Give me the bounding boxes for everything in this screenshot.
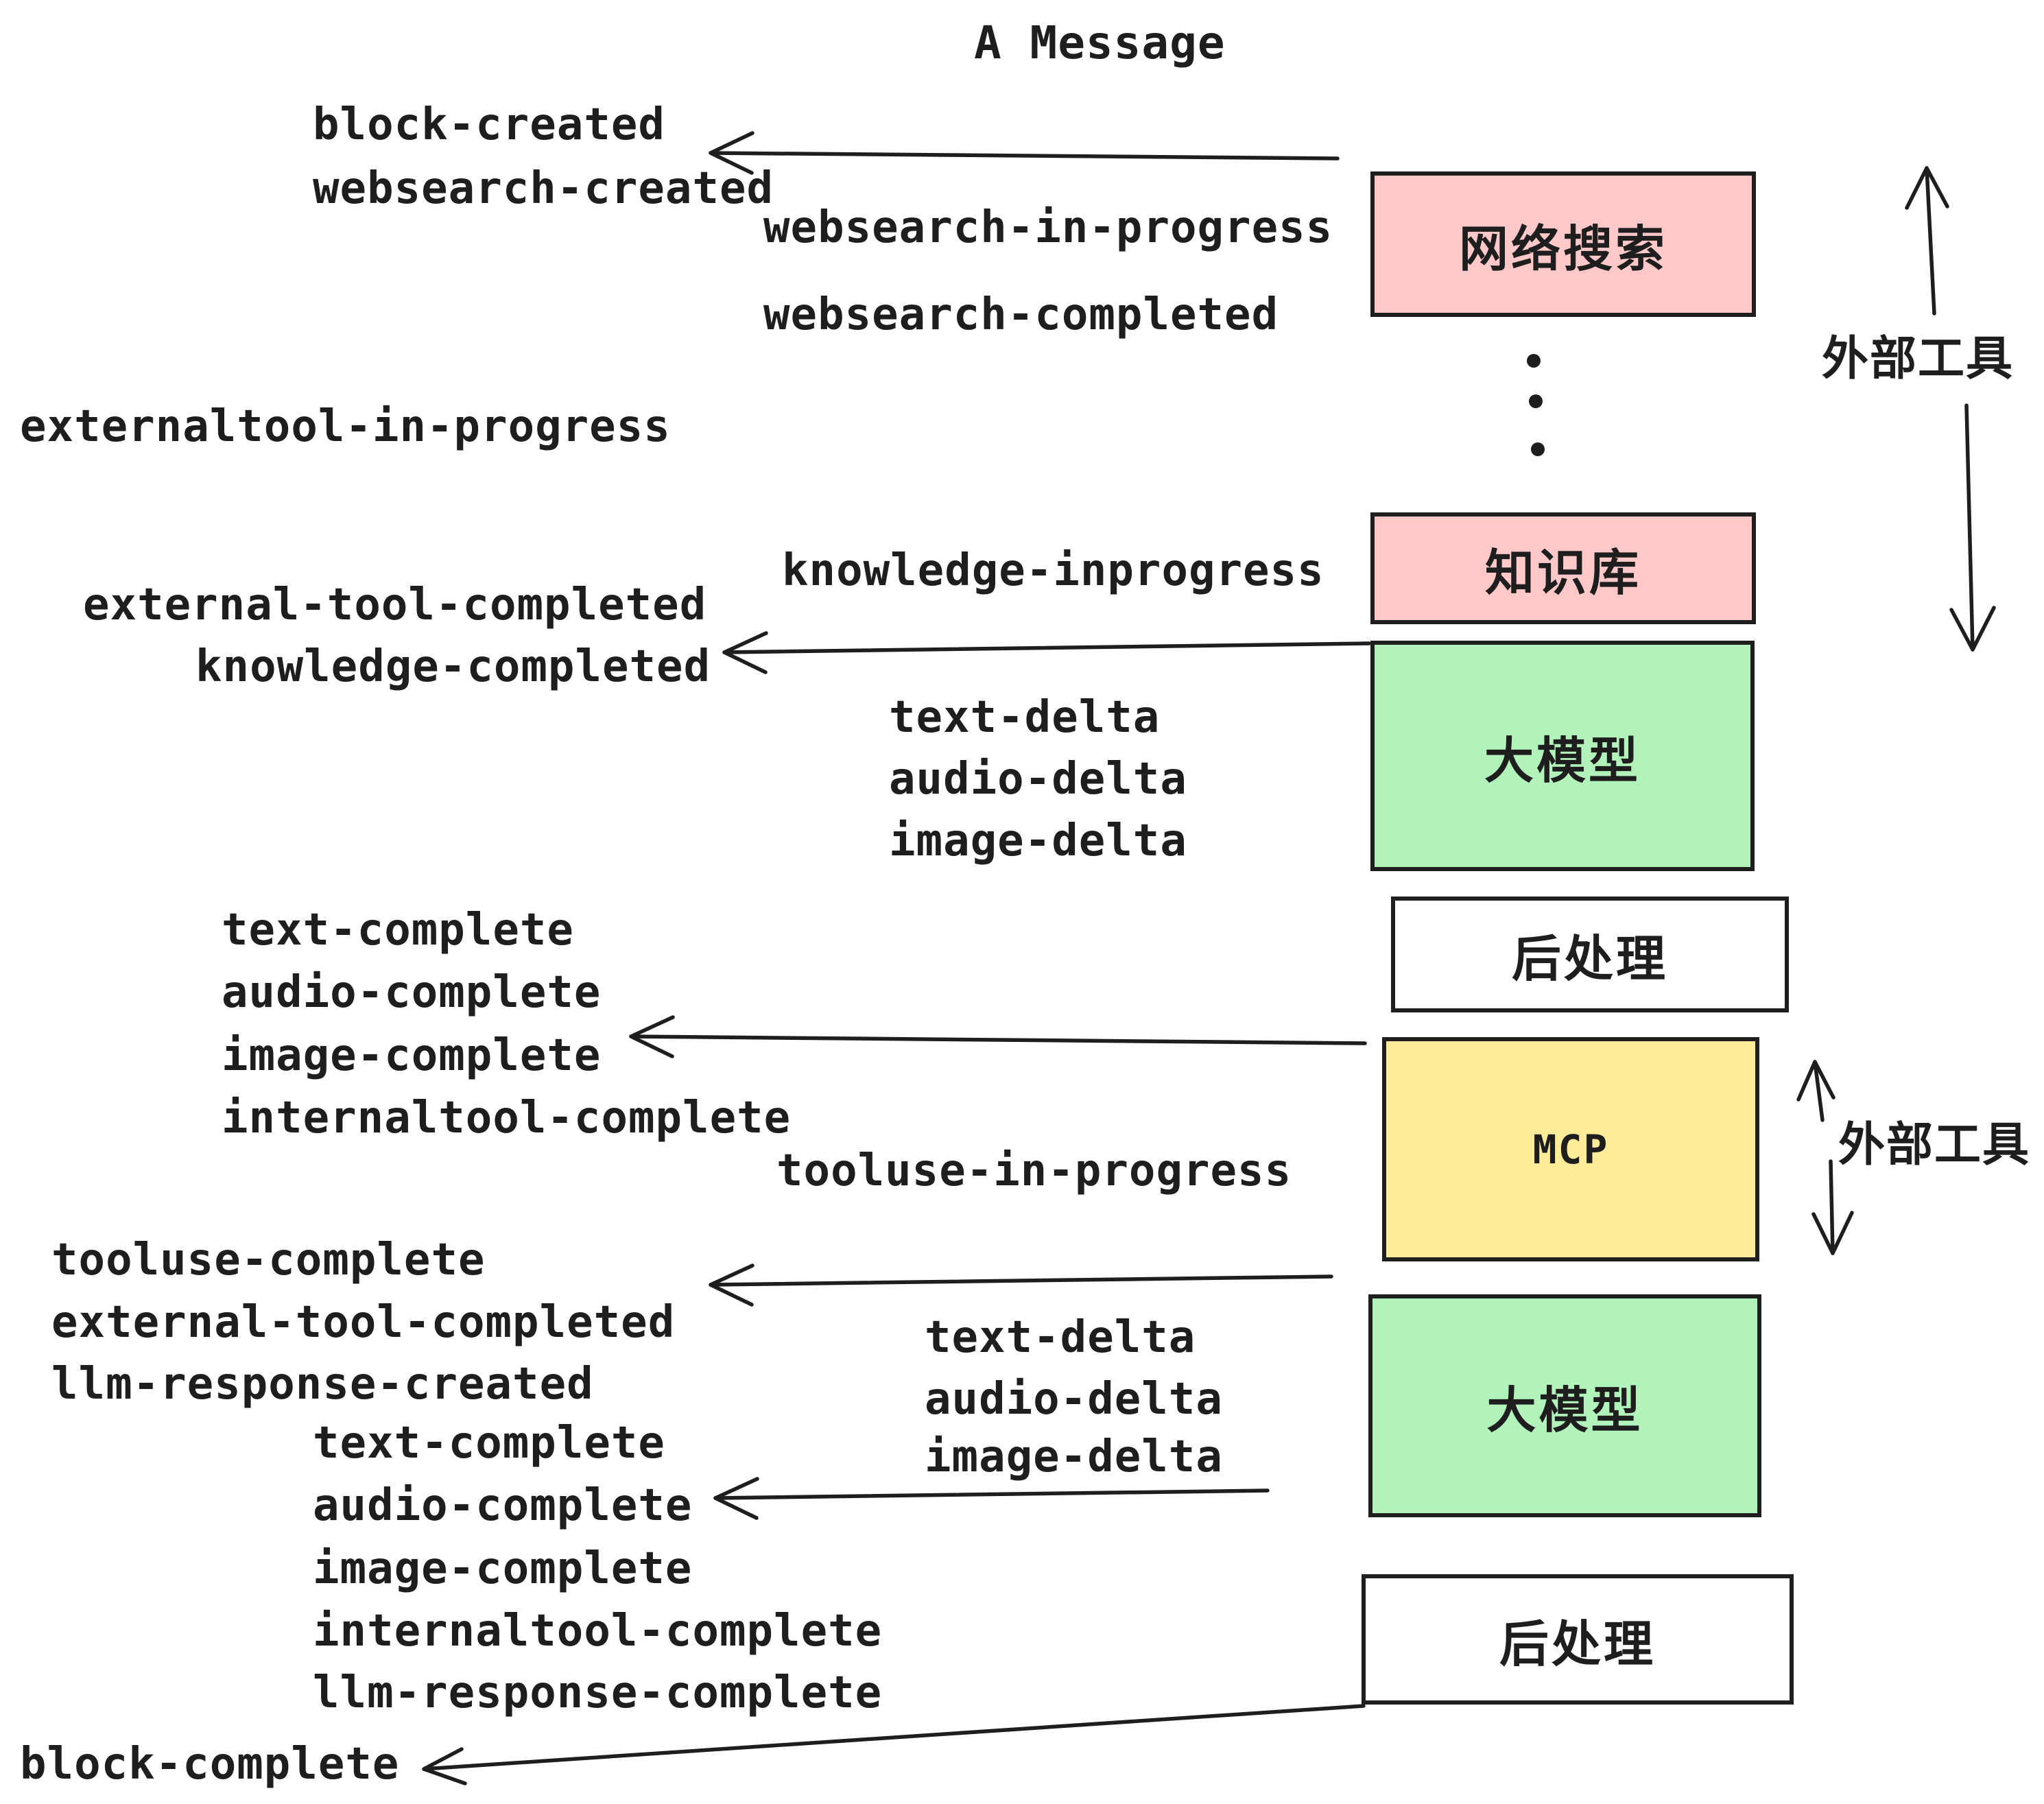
box-llm-2: 大模型: [1368, 1294, 1761, 1517]
event-text-complete-2: text-complete: [313, 1418, 665, 1469]
event-text-delta: text-delta: [889, 692, 1161, 743]
box-post-2-label: 后处理: [1499, 1615, 1656, 1673]
event-internaltool-complete-2: internaltool-complete: [313, 1606, 883, 1657]
arrow-post2-to-block-complete: [422, 1704, 1366, 1785]
box-mcp-label: MCP: [1532, 1126, 1609, 1173]
event-audio-delta-2: audio-delta: [925, 1374, 1223, 1425]
event-block-complete: block-complete: [20, 1739, 400, 1790]
arrow-llm2-to-audio-complete: [713, 1477, 1270, 1520]
event-llm-response-created: llm-response-created: [51, 1359, 594, 1410]
arrow-to-tooluse-complete: [709, 1263, 1333, 1307]
event-text-delta-2: text-delta: [925, 1312, 1196, 1363]
page-title: A Message: [974, 16, 1226, 69]
box-post-2: 后处理: [1362, 1574, 1794, 1705]
event-llm-response-complete: llm-response-complete: [313, 1667, 883, 1718]
box-knowledge: 知识库: [1370, 512, 1756, 624]
event-internaltool-complete: internaltool-complete: [222, 1093, 792, 1143]
event-external-tool-completed: external-tool-completed: [83, 580, 707, 630]
box-websearch-label: 网络搜索: [1458, 219, 1667, 278]
event-block-created: block-created: [313, 99, 665, 150]
event-knowledge-completed: knowledge-completed: [195, 641, 711, 692]
event-websearch-in-progress: websearch-in-progress: [763, 202, 1333, 253]
arrow-websearch-to-block-created: [709, 131, 1340, 175]
box-llm-2-label: 大模型: [1486, 1381, 1643, 1439]
event-image-complete: image-complete: [222, 1030, 602, 1081]
event-image-delta: image-delta: [889, 816, 1187, 866]
box-mcp: MCP: [1382, 1037, 1759, 1261]
event-audio-delta: audio-delta: [889, 754, 1187, 805]
box-post-1-label: 后处理: [1511, 930, 1668, 988]
external-tools-2-down-arrow: [1811, 1159, 1854, 1255]
external-tools-1-up-arrow: [1905, 166, 1949, 316]
event-text-complete: text-complete: [222, 905, 574, 956]
event-tooluse-complete: tooluse-complete: [51, 1235, 486, 1285]
event-image-complete-2: image-complete: [313, 1543, 693, 1594]
arrow-mcp-to-image-complete: [629, 1015, 1367, 1058]
event-external-tool-completed-2: external-tool-completed: [51, 1297, 676, 1348]
vertical-ellipsis-icon: [1527, 354, 1545, 456]
side-label-external-tools-1: 外部工具: [1822, 332, 2015, 386]
external-tools-2-up-arrow: [1796, 1060, 1835, 1122]
arrow-llm1-to-knowledge-completed: [722, 631, 1371, 674]
event-tooluse-in-progress: tooluse-in-progress: [776, 1146, 1292, 1196]
box-knowledge-label: 知识库: [1484, 544, 1641, 602]
event-audio-complete: audio-complete: [222, 967, 602, 1018]
event-audio-complete-2: audio-complete: [313, 1480, 693, 1531]
event-knowledge-inprogress: knowledge-inprogress: [782, 545, 1324, 596]
event-websearch-created: websearch-created: [313, 163, 774, 214]
box-post-1: 后处理: [1391, 897, 1789, 1012]
event-image-delta-2: image-delta: [925, 1432, 1223, 1482]
side-label-external-tools-2: 外部工具: [1838, 1118, 2031, 1172]
box-llm-1-label: 大模型: [1484, 731, 1641, 790]
box-websearch: 网络搜索: [1370, 171, 1756, 317]
event-externaltool-in-progress: externaltool-in-progress: [20, 401, 671, 452]
external-tools-1-down-arrow: [1949, 403, 1996, 652]
event-websearch-completed: websearch-completed: [763, 289, 1279, 340]
box-llm-1: 大模型: [1370, 641, 1755, 871]
